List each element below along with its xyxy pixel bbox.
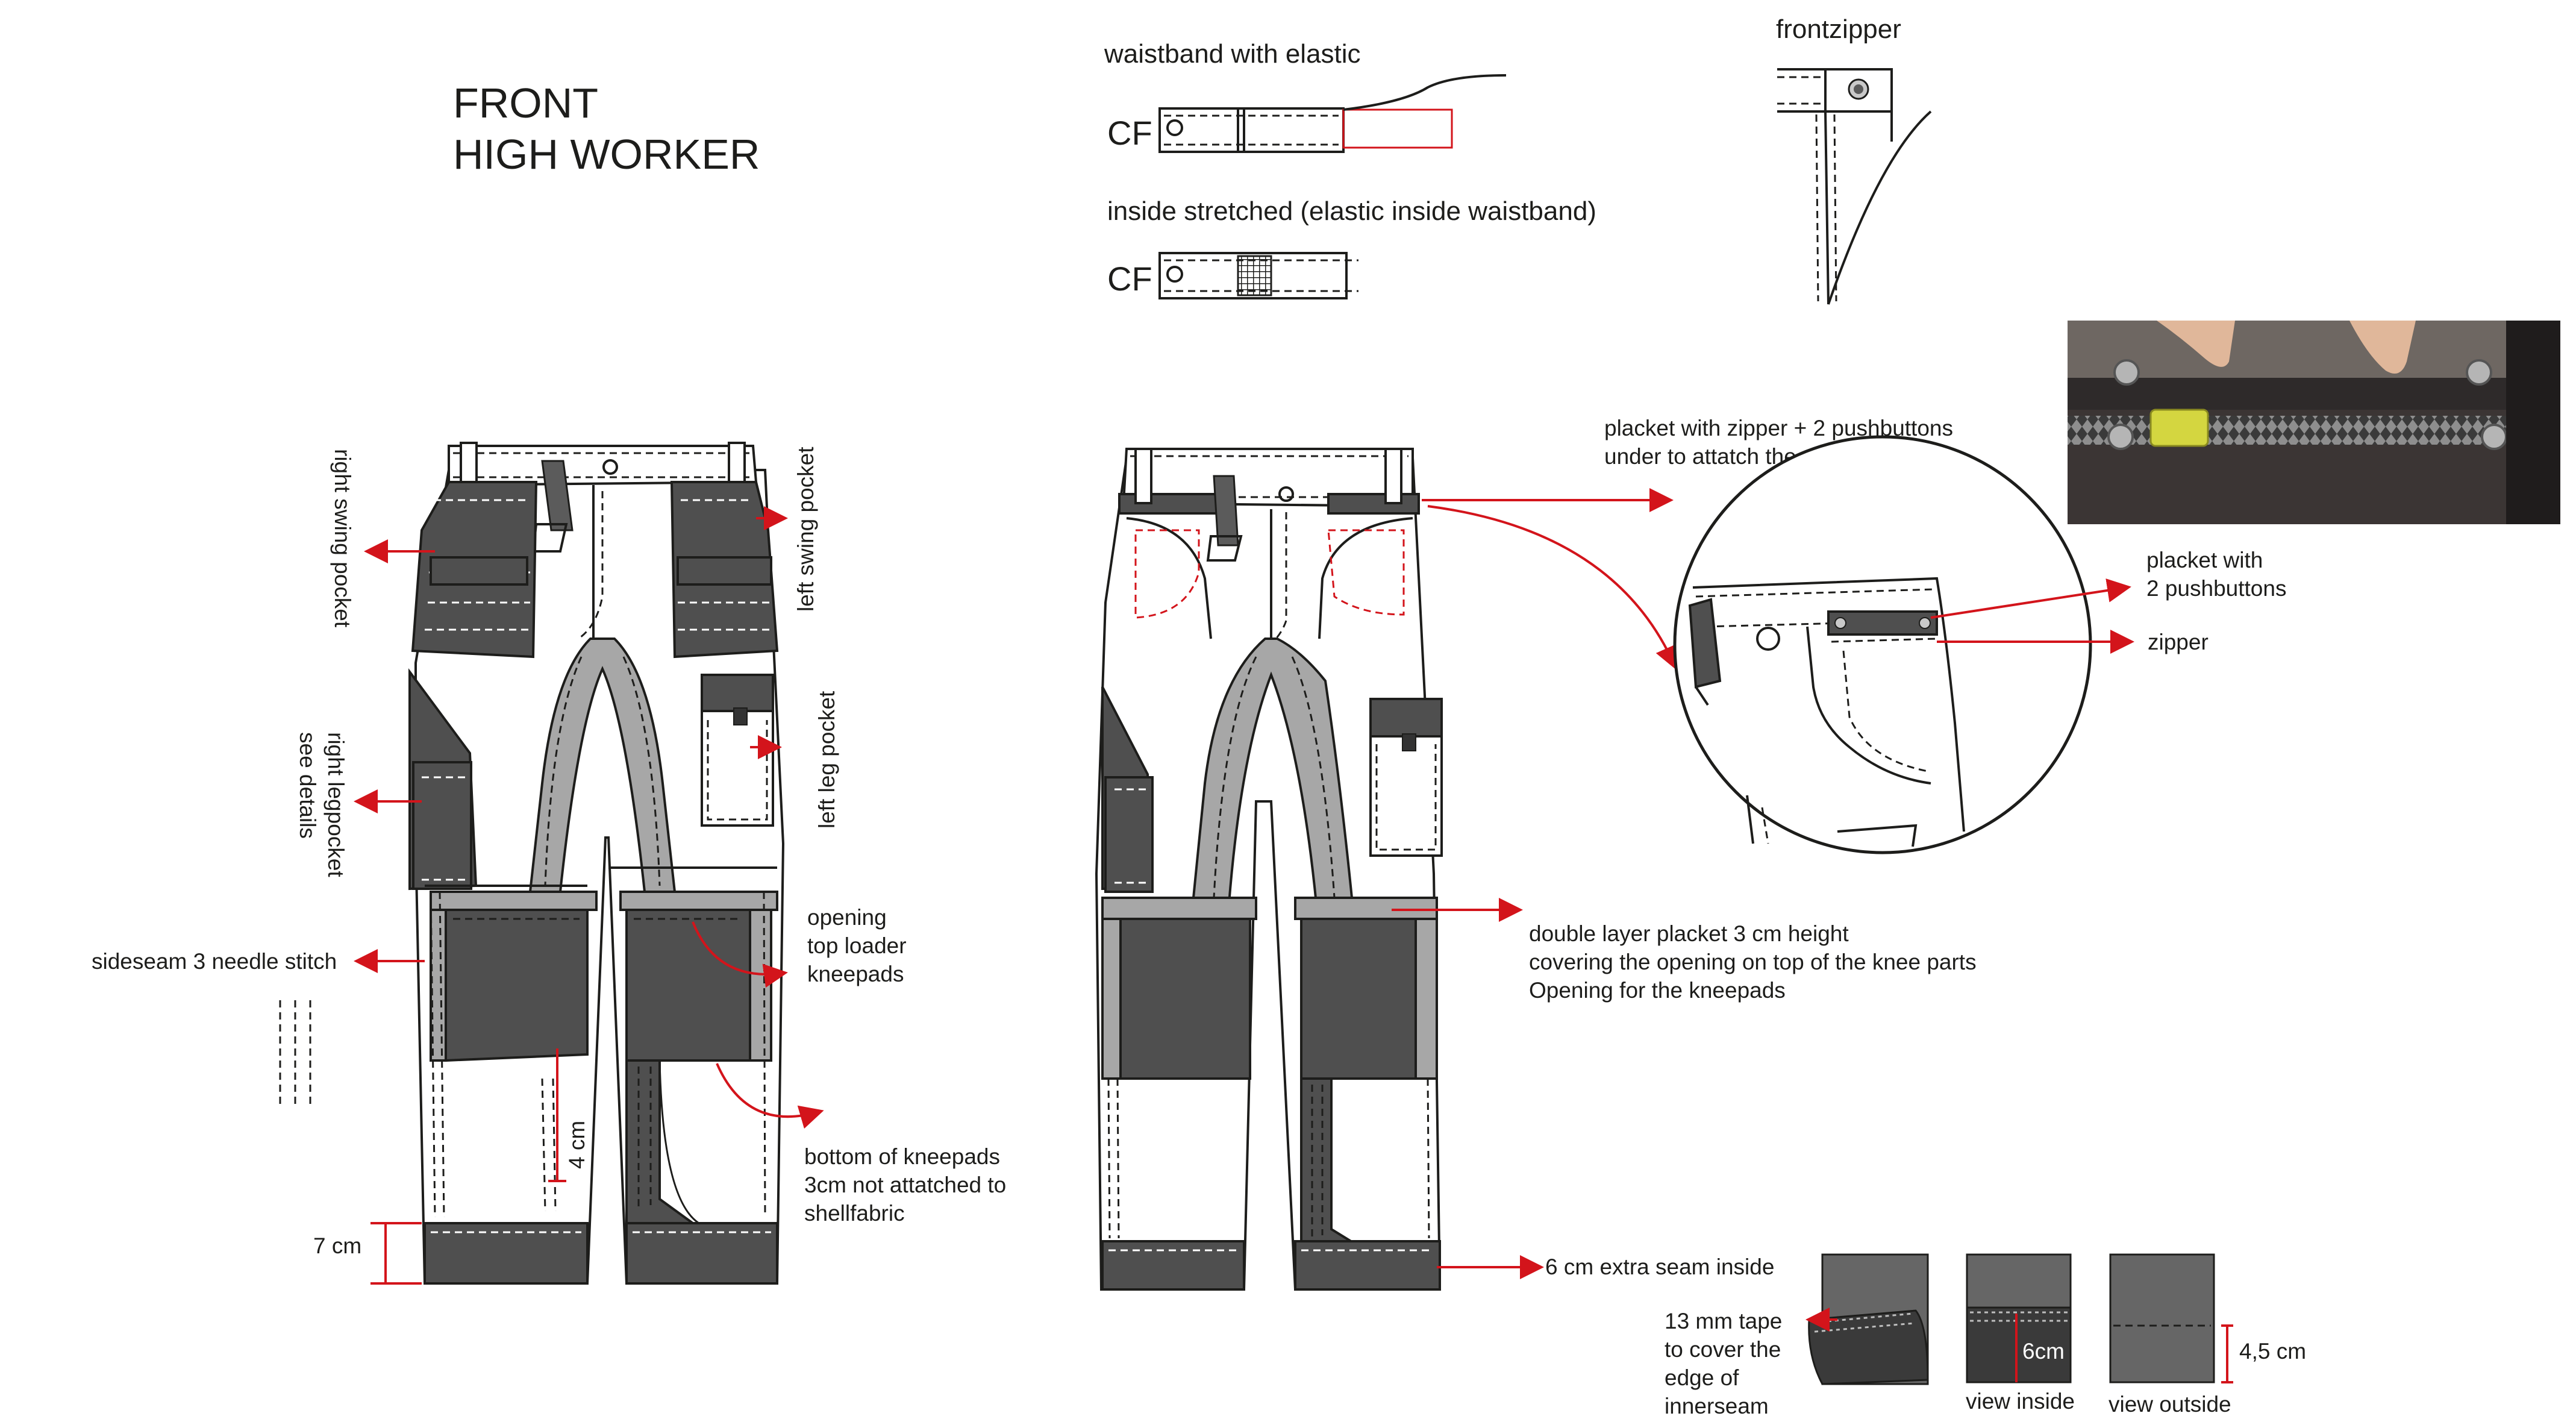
- label-double-layer-3: Opening for the kneepads: [1529, 978, 1786, 1003]
- label-right-legpocket-1: right legpocket: [324, 732, 348, 877]
- stretched-title: inside stretched (elastic inside waistba…: [1107, 196, 1596, 226]
- label-dim-45cm: 4,5 cm: [2239, 1339, 2306, 1364]
- left-swing-pocket: [670, 481, 779, 659]
- right-swing-pocket: [411, 481, 538, 659]
- label-double-layer-2: covering the opening on top of the knee …: [1529, 950, 1977, 974]
- label-tape-1: 13 mm tape: [1665, 1309, 1782, 1333]
- label-placket-pushbuttons-2: 2 pushbuttons: [2146, 576, 2286, 601]
- label-extra-seam: 6 cm extra seam inside: [1545, 1255, 1774, 1279]
- frontzipper-title: frontzipper: [1776, 14, 1901, 44]
- left-view-arrows: [354, 506, 824, 1129]
- hem-tape-swatch: [1805, 1253, 1929, 1385]
- label-placket-pushbuttons-1: placket with: [2146, 548, 2263, 572]
- center-view-arrows: [1392, 488, 1678, 1279]
- label-view-outside: view outside: [2109, 1392, 2231, 1416]
- hem-details: 13 mm tape to cover the edge of innersea…: [1665, 1253, 2306, 1416]
- label-opening-1: opening: [807, 905, 887, 930]
- hem-view-inside: 6cm: [1966, 1253, 2072, 1383]
- label-double-layer-1: double layer placket 3 cm height: [1529, 921, 1849, 946]
- sheet-title: FRONT HIGH WORKER: [453, 80, 760, 178]
- detail-circle: [1673, 435, 2134, 854]
- label-sideseam: sideseam 3 needle stitch: [92, 949, 337, 974]
- label-dim-6cm: 6cm: [2022, 1339, 2065, 1364]
- waistband-title: waistband with elastic: [1104, 39, 1361, 69]
- left-pants-drawing: [279, 442, 785, 1285]
- label-zipper: zipper: [2148, 630, 2209, 654]
- label-bottom-2: 3cm not attatched to: [804, 1173, 1006, 1197]
- label-tape-4: innerseam: [1665, 1394, 1769, 1416]
- label-left-swing-pocket: left swing pocket: [793, 446, 818, 612]
- label-right-legpocket-2: see details: [295, 732, 320, 839]
- center-view-kneepads: [1101, 918, 1438, 1080]
- label-dim-7cm: 7 cm: [313, 1233, 361, 1258]
- hem-view-outside: [2109, 1253, 2233, 1383]
- zipper-photo: [2068, 321, 2560, 524]
- label-tape-2: to cover the: [1665, 1337, 1781, 1362]
- cf-label-2: CF: [1107, 260, 1152, 298]
- detail-circle-labels: placket with 2 pushbuttons zipper: [2146, 548, 2286, 654]
- frontzipper-detail: frontzipper: [1776, 14, 1932, 305]
- center-pants-drawing: [1095, 448, 1443, 1291]
- right-legpocket: [408, 668, 478, 891]
- title-line-2: HIGH WORKER: [453, 131, 760, 178]
- center-view-labels: placket with zipper + 2 pushbuttons unde…: [1529, 416, 1977, 1279]
- label-bottom-1: bottom of kneepads: [804, 1144, 1000, 1169]
- title-line-1: FRONT: [453, 80, 598, 127]
- cf-label-1: CF: [1107, 114, 1152, 152]
- label-dim-4cm: 4 cm: [564, 1121, 589, 1169]
- label-opening-3: kneepads: [807, 962, 904, 986]
- label-left-leg-pocket: left leg pocket: [814, 691, 839, 829]
- label-bottom-3: shellfabric: [804, 1201, 905, 1226]
- label-opening-2: top loader: [807, 933, 907, 958]
- waistband-detail: waistband with elastic CF inside stretch…: [1104, 39, 1596, 299]
- label-view-inside: view inside: [1966, 1389, 2075, 1414]
- left-legpocket: [701, 674, 774, 827]
- left-view-labels: right swing pocket left swing pocket rig…: [92, 446, 1006, 1258]
- left-view-kneepads: [430, 909, 772, 1062]
- label-right-swing-pocket: right swing pocket: [330, 449, 355, 628]
- label-tape-3: edge of: [1665, 1365, 1739, 1390]
